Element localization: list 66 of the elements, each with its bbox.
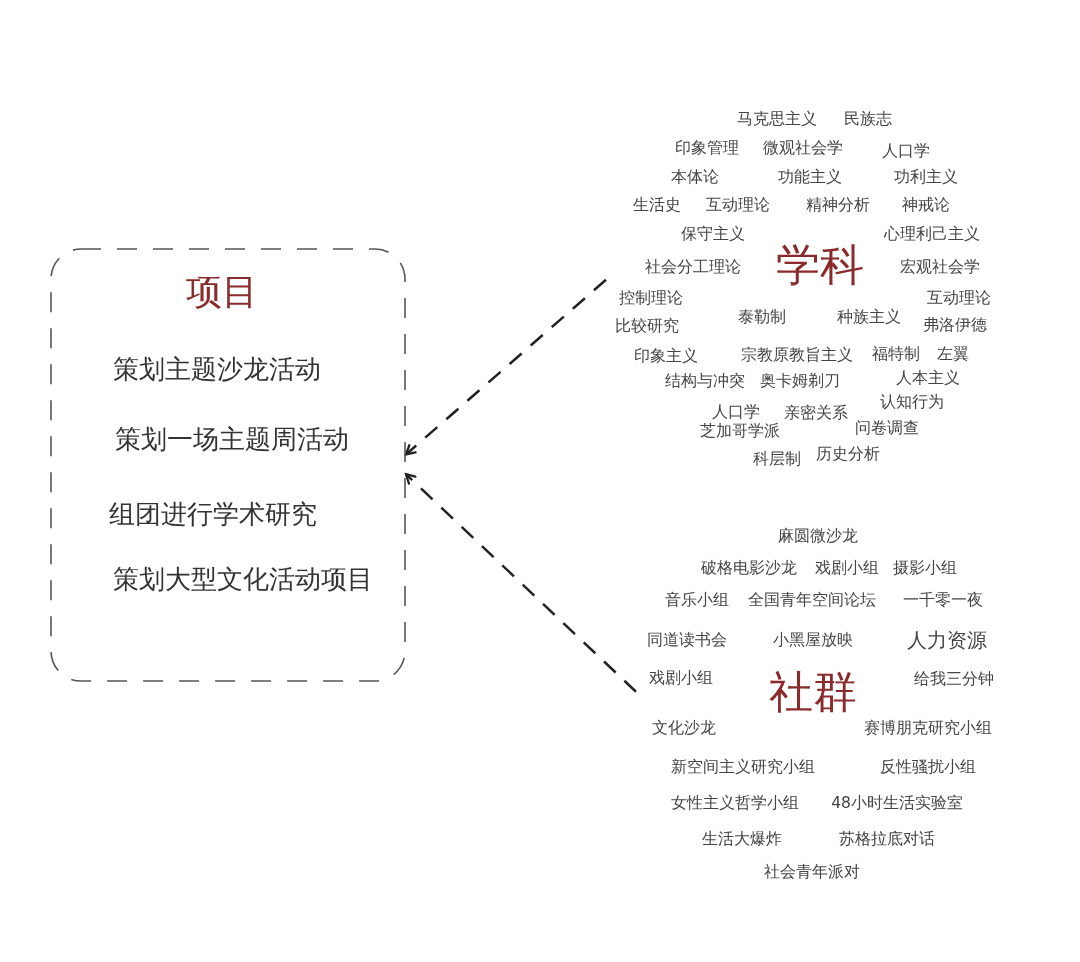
- keyword: 左翼: [937, 346, 969, 364]
- keyword: 生活史: [633, 197, 681, 215]
- list-item: 组团进行学术研究: [109, 500, 317, 530]
- keyword: 芝加哥学派: [700, 423, 780, 441]
- keyword: 摄影小组: [893, 560, 957, 578]
- keyword: 同道读书会: [647, 632, 727, 650]
- keyword: 功能主义: [778, 169, 842, 187]
- keyword: 互动理论: [927, 290, 991, 308]
- keyword: 印象管理: [675, 140, 739, 158]
- keyword: 精神分析: [806, 197, 870, 215]
- keyword: 神戒论: [902, 197, 950, 215]
- keyword: 福特制: [872, 346, 920, 364]
- heading: 项目: [186, 271, 258, 313]
- keyword: 文化沙龙: [652, 720, 716, 738]
- keyword: 人力资源: [907, 628, 987, 652]
- keyword: 问卷调查: [855, 420, 919, 438]
- keyword: 新空间主义研究小组: [671, 759, 815, 777]
- keyword: 女性主义哲学小组: [671, 795, 799, 813]
- keyword: 互动理论: [706, 197, 770, 215]
- keyword: 破格电影沙龙: [701, 560, 797, 578]
- list-item: 策划大型文化活动项目: [113, 565, 373, 595]
- keyword: 功利主义: [894, 169, 958, 187]
- keyword: 控制理论: [619, 290, 683, 308]
- keyword: 宗教原教旨主义: [741, 347, 853, 365]
- keyword: 人口学: [712, 404, 760, 422]
- keyword: 奥卡姆剃刀: [760, 373, 840, 391]
- keyword: 弗洛伊德: [923, 317, 987, 335]
- heading: 学科: [776, 239, 864, 291]
- keyword: 麻圆微沙龙: [778, 528, 858, 546]
- keyword: 心理利己主义: [884, 226, 980, 244]
- keyword: 种族主义: [837, 309, 901, 327]
- keyword: 戏剧小组: [815, 560, 879, 578]
- keyword: 一千零一夜: [903, 592, 983, 610]
- keyword: 社会青年派对: [764, 864, 860, 882]
- keyword: 比较研究: [615, 318, 679, 336]
- keyword: 人口学: [882, 143, 930, 161]
- keyword: 生活大爆炸: [702, 831, 782, 849]
- keyword: 宏观社会学: [900, 259, 980, 277]
- keyword: 认知行为: [880, 394, 944, 412]
- arrow: [404, 278, 607, 456]
- keyword: 保守主义: [681, 226, 745, 244]
- keyword: 亲密关系: [784, 405, 848, 423]
- keyword: 人本主义: [896, 370, 960, 388]
- keyword: 赛博朋克研究小组: [864, 720, 992, 738]
- keyword: 马克思主义: [737, 111, 817, 129]
- keyword: 泰勒制: [738, 309, 786, 327]
- keyword: 印象主义: [634, 348, 698, 366]
- keyword: 戏剧小组: [649, 670, 713, 688]
- keyword: 给我三分钟: [914, 671, 994, 689]
- list-item: 策划一场主题周活动: [115, 425, 349, 455]
- keyword: 苏格拉底对话: [839, 831, 935, 849]
- list-item: 策划主题沙龙活动: [113, 355, 321, 385]
- keyword: 反性骚扰小组: [880, 759, 976, 777]
- keyword: 微观社会学: [763, 140, 843, 158]
- keyword: 结构与冲突: [665, 373, 745, 391]
- keyword: 民族志: [844, 111, 892, 129]
- keyword: 音乐小组: [665, 592, 729, 610]
- keyword: 全国青年空间论坛: [748, 592, 876, 610]
- keyword: 本体论: [671, 169, 719, 187]
- keyword: 48小时生活实验室: [831, 795, 963, 813]
- arrow: [404, 473, 637, 693]
- keyword: 历史分析: [816, 446, 880, 464]
- keyword: 科层制: [753, 451, 801, 469]
- keyword: 小黑屋放映: [773, 632, 853, 650]
- heading: 社群: [769, 666, 857, 718]
- keyword: 社会分工理论: [645, 259, 741, 277]
